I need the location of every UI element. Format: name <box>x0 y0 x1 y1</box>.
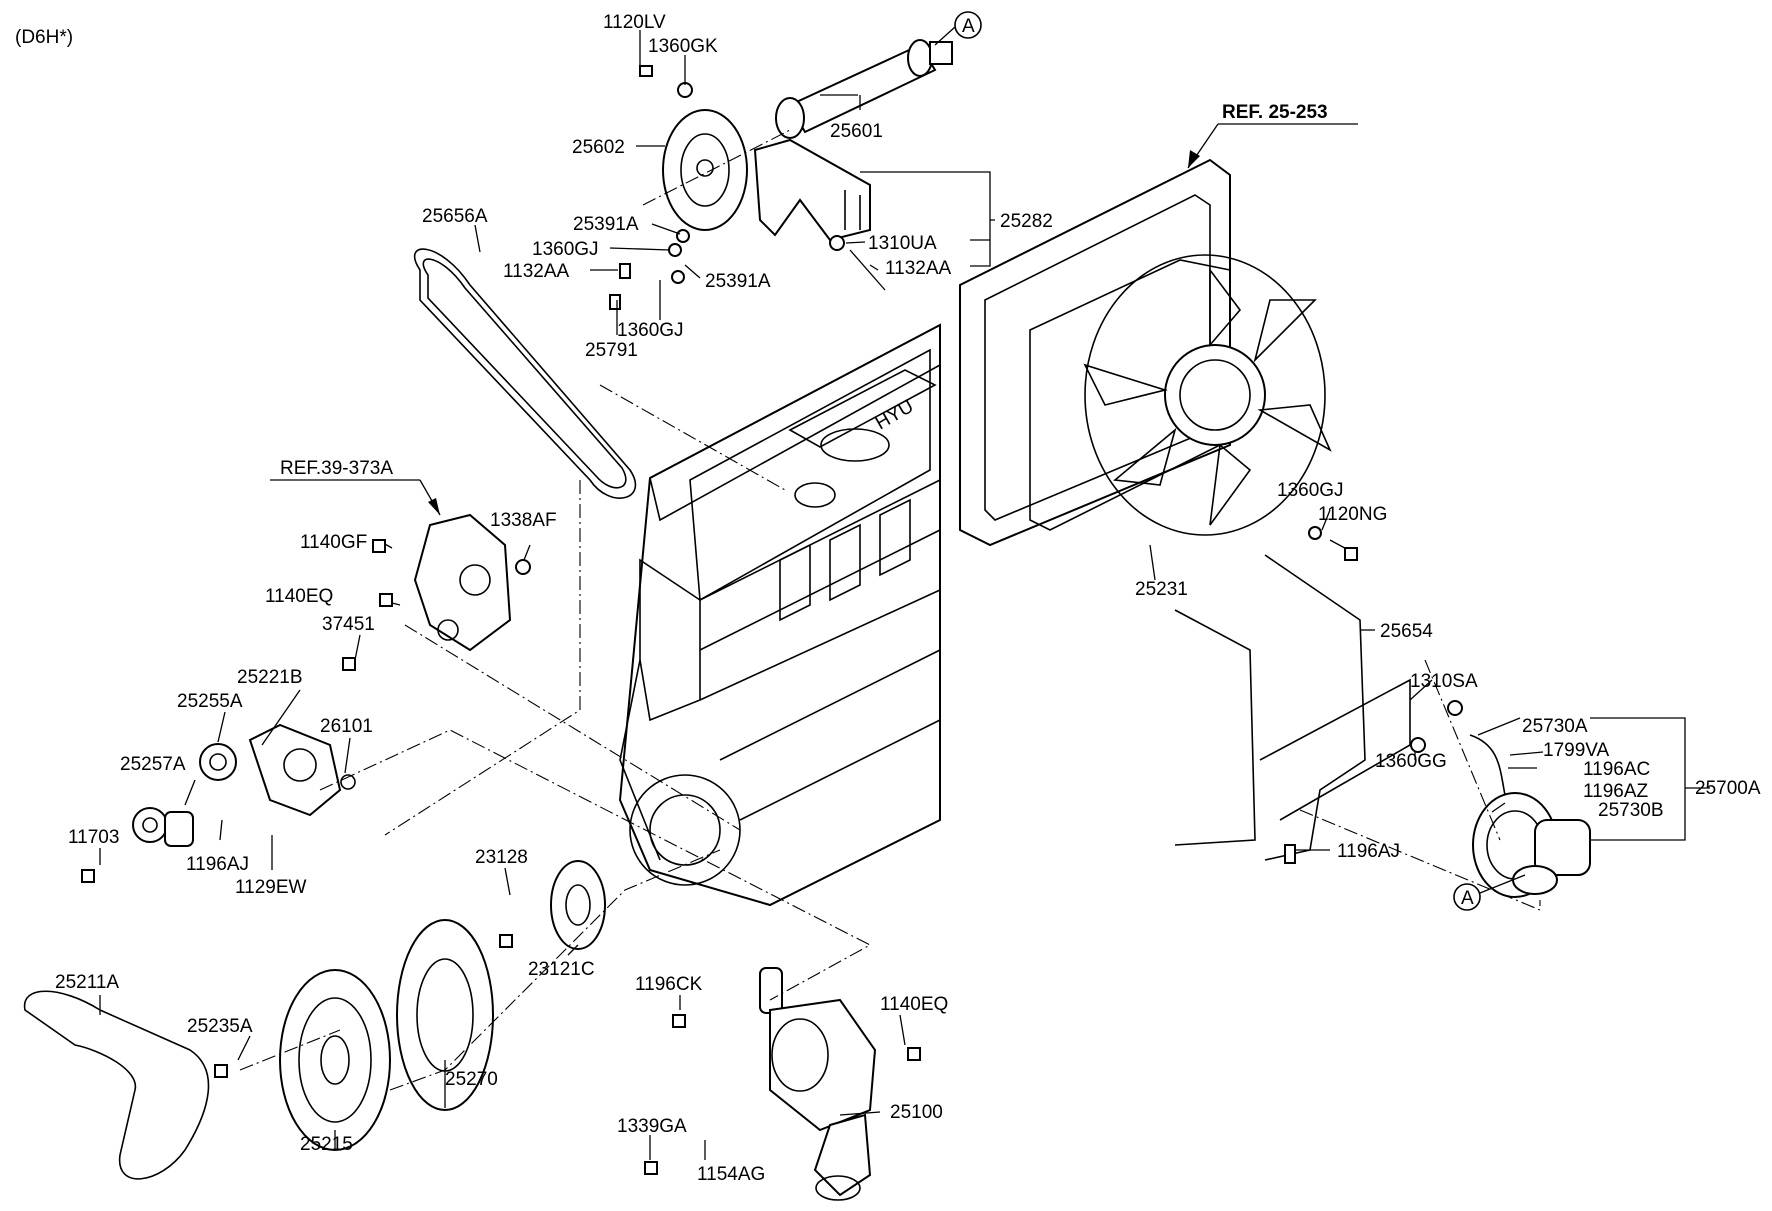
bolt-1132AA-long <box>849 249 886 291</box>
engine-block: HYU <box>618 323 941 907</box>
label-25221B: 25221B <box>237 667 303 688</box>
drive-shaft-25601 <box>775 39 953 139</box>
label-11703: 11703 <box>68 827 119 848</box>
label-1140GF: 1140GF <box>300 532 367 553</box>
label-25730B: 25730B <box>1598 800 1664 821</box>
label-25656A: 25656A <box>422 206 488 227</box>
part-labels: 1120LV 1360GK 25601 25602 25656A 25391A … <box>55 12 1761 1185</box>
label-25270: 25270 <box>445 1069 498 1090</box>
label-25730A: 25730A <box>1522 716 1588 737</box>
pulley-25215 <box>279 969 391 1151</box>
label-1140EQ-2: 1140EQ <box>880 994 948 1015</box>
marker-a-bottom: A <box>1453 874 1526 911</box>
label-1196AZ: 1196AZ <box>1583 781 1649 802</box>
label-25235A: 25235A <box>187 1016 253 1037</box>
bracket-25282 <box>753 138 871 242</box>
label-25282: 25282 <box>1000 211 1053 232</box>
model-code: (D6H*) <box>15 27 73 48</box>
label-1120LV: 1120LV <box>603 12 666 33</box>
label-25601: 25601 <box>830 121 883 142</box>
marker-a-top: A <box>934 11 982 46</box>
label-1310UA: 1310UA <box>868 233 937 254</box>
fan-drive-25700A <box>1469 734 1591 898</box>
label-1360GK: 1360GK <box>648 36 718 57</box>
label-25791: 25791 <box>585 340 638 361</box>
ref-25-253-callout: REF. 25-253 <box>1187 102 1358 169</box>
alternator-bracket <box>413 513 512 652</box>
label-1120NG: 1120NG <box>1318 504 1387 525</box>
belt-25211A <box>23 990 210 1180</box>
marker-a-top-text: A <box>962 16 975 37</box>
label-25391A-2: 25391A <box>705 271 771 292</box>
hub-23121C <box>550 860 606 950</box>
label-25215: 25215 <box>300 1134 353 1155</box>
marker-a-bottom-text: A <box>1461 888 1474 909</box>
label-1154AG: 1154AG <box>697 1164 765 1185</box>
label-25602: 25602 <box>572 137 625 158</box>
ref-39-373A-label: REF.39-373A <box>280 458 393 479</box>
valve-cover-logo <box>820 428 890 462</box>
label-25654: 25654 <box>1380 621 1433 642</box>
stay-25654 <box>1174 554 1411 861</box>
label-1339GA: 1339GA <box>617 1116 687 1137</box>
label-23128: 23128 <box>475 847 528 868</box>
label-37451: 37451 <box>322 614 375 635</box>
label-25211A: 25211A <box>55 972 119 993</box>
idler-25257A <box>132 807 194 847</box>
water-pump-25100 <box>759 967 877 1201</box>
label-25257A: 25257A <box>120 754 186 775</box>
cooling-fan <box>1083 254 1332 536</box>
label-1310SA: 1310SA <box>1410 671 1478 692</box>
tensioner-25221B <box>248 723 342 817</box>
label-25391A-1: 25391A <box>573 214 639 235</box>
alignment-lines <box>239 129 1541 1091</box>
ref-25-253-label: REF. 25-253 <box>1222 102 1328 123</box>
belt-25656A <box>413 248 637 499</box>
label-1338AF: 1338AF <box>490 510 557 531</box>
misc-fasteners <box>81 526 1463 1175</box>
label-1360GJ-1: 1360GJ <box>532 239 599 260</box>
label-25231: 25231 <box>1135 579 1188 600</box>
label-25255A: 25255A <box>177 691 243 712</box>
idler-25255A <box>199 743 237 781</box>
label-1140EQ-1: 1140EQ <box>265 586 333 607</box>
label-1132AA-1: 1132AA <box>503 261 570 282</box>
label-25700A: 25700A <box>1695 778 1761 799</box>
ref-39-373A-callout: REF.39-373A <box>270 458 441 516</box>
label-26101: 26101 <box>320 716 373 737</box>
label-1129EW: 1129EW <box>235 877 307 898</box>
label-1132AA-2: 1132AA <box>885 258 952 279</box>
pulley-25602 <box>662 109 748 231</box>
label-25100: 25100 <box>890 1102 943 1123</box>
label-1799VA: 1799VA <box>1543 740 1610 761</box>
label-1360GJ-2: 1360GJ <box>617 320 684 341</box>
label-1196AC: 1196AC <box>1583 759 1650 780</box>
label-23121C: 23121C <box>528 959 595 980</box>
label-1196AJ-1: 1196AJ <box>186 854 249 875</box>
label-1196AJ-2: 1196AJ <box>1337 841 1400 862</box>
label-1360GJ-3: 1360GJ <box>1277 480 1344 501</box>
ring-26101 <box>340 774 356 790</box>
label-1360GG: 1360GG <box>1375 751 1447 772</box>
label-1196CK: 1196CK <box>635 974 703 995</box>
